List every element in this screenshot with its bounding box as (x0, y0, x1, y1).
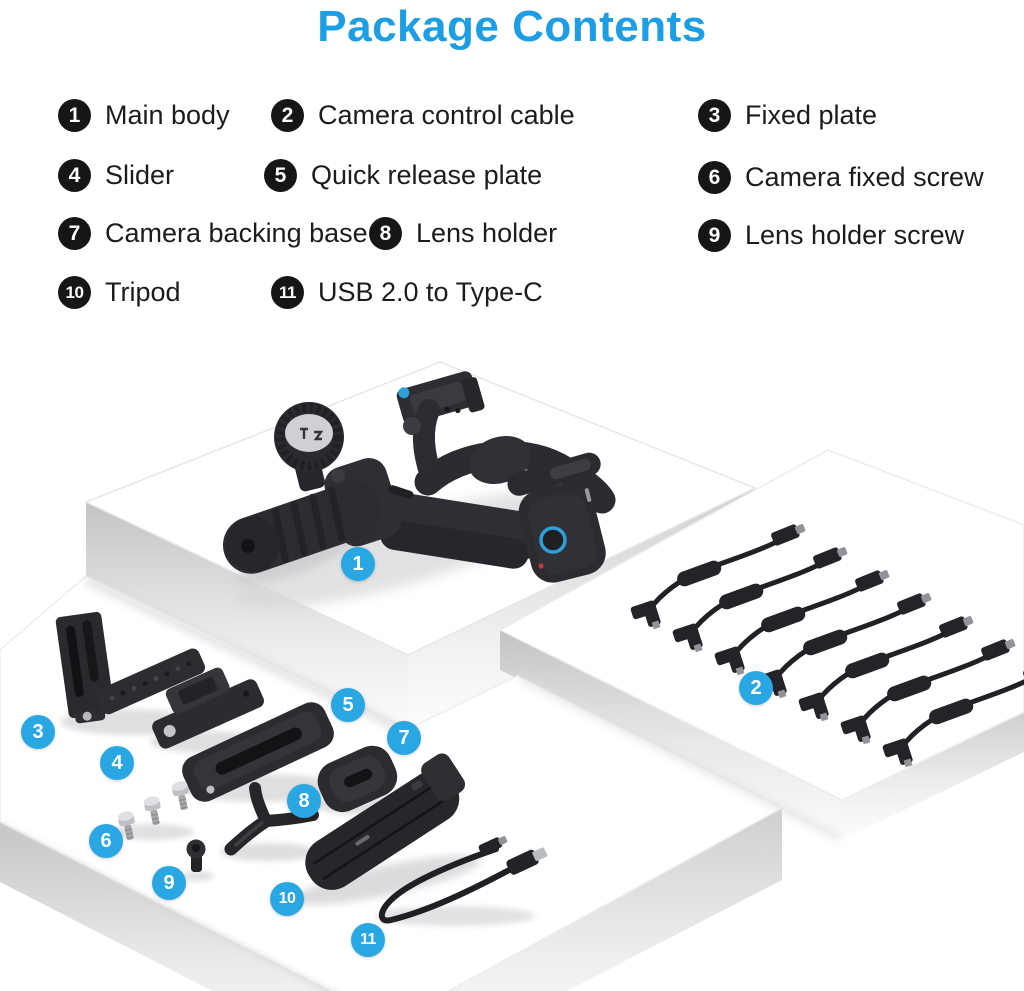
legend-item-quick-release-plate: 5 Quick release plate (264, 158, 542, 192)
legend-item-usb-cable: 11 USB 2.0 to Type-C (271, 275, 543, 309)
photo-badge-10: 10 (270, 882, 304, 916)
photo-badge-8: 8 (287, 784, 321, 818)
photo-badge-6: 6 (89, 824, 123, 858)
legend-label-fixed-plate: Fixed plate (745, 99, 878, 130)
legend-item-camera-control-cable: 2 Camera control cable (271, 98, 575, 132)
photo-badge-4: 4 (100, 746, 134, 780)
legend-label-main-body: Main body (105, 99, 230, 130)
photo-badge-5: 5 (331, 688, 365, 722)
legend-label-usb-cable: USB 2.0 to Type-C (318, 276, 543, 307)
lens-holder-screw-illustration (182, 839, 214, 881)
photo-badge-1: 1 (341, 547, 375, 581)
legend-item-slider: 4 Slider (58, 158, 174, 192)
legend-item-main-body: 1 Main body (58, 98, 230, 132)
legend-item-camera-fixed-screw: 6 Camera fixed screw (698, 160, 984, 194)
legend-number-4: 4 (58, 158, 91, 192)
scene-illustration (0, 361, 1024, 991)
photo-badge-2: 2 (739, 671, 773, 705)
legend-number-7: 7 (58, 216, 91, 250)
legend-number-6: 6 (698, 160, 731, 194)
legend-label-slider: Slider (105, 159, 175, 190)
legend-label-camera-backing-base: Camera backing base (105, 217, 368, 248)
legend-number-11: 11 (271, 275, 304, 309)
legend-number-10: 10 (58, 275, 91, 309)
legend-label-camera-control-cable: Camera control cable (318, 99, 575, 130)
camera-fixed-screws-illustration (110, 779, 194, 842)
usb-cable-illustration (375, 836, 548, 926)
lens-holder-illustration (220, 782, 319, 861)
legend-number-1: 1 (58, 98, 91, 132)
legend-item-camera-backing-base: 7 Camera backing base (58, 216, 368, 250)
product-photo-scene: 1 2 3 4 5 6 7 8 9 10 11 (0, 360, 1024, 991)
legend-number-2: 2 (271, 98, 304, 132)
legend-item-fixed-plate: 3 Fixed plate (698, 98, 877, 132)
photo-badge-9: 9 (152, 866, 186, 900)
legend-item-lens-holder-screw: 9 Lens holder screw (698, 218, 964, 252)
legend-label-lens-holder: Lens holder (416, 217, 558, 248)
legend-label-lens-holder-screw: Lens holder screw (745, 219, 965, 250)
gimbal-main-body-illustration (222, 371, 616, 609)
page-title: Package Contents (317, 2, 707, 51)
legend-number-3: 3 (698, 98, 731, 132)
legend-number-9: 9 (698, 218, 731, 252)
tripod-illustration (295, 753, 481, 905)
legend-label-quick-release-plate: Quick release plate (311, 159, 543, 190)
legend-number-8: 8 (369, 216, 402, 250)
photo-badge-11: 11 (351, 923, 385, 957)
legend-label-camera-fixed-screw: Camera fixed screw (745, 161, 984, 192)
legend-item-tripod: 10 Tripod (58, 275, 181, 309)
legend-label-tripod: Tripod (105, 276, 181, 307)
photo-badge-7: 7 (387, 721, 421, 755)
legend-number-5: 5 (264, 158, 297, 192)
legend-item-lens-holder: 8 Lens holder (369, 216, 557, 250)
photo-badge-3: 3 (21, 715, 55, 749)
